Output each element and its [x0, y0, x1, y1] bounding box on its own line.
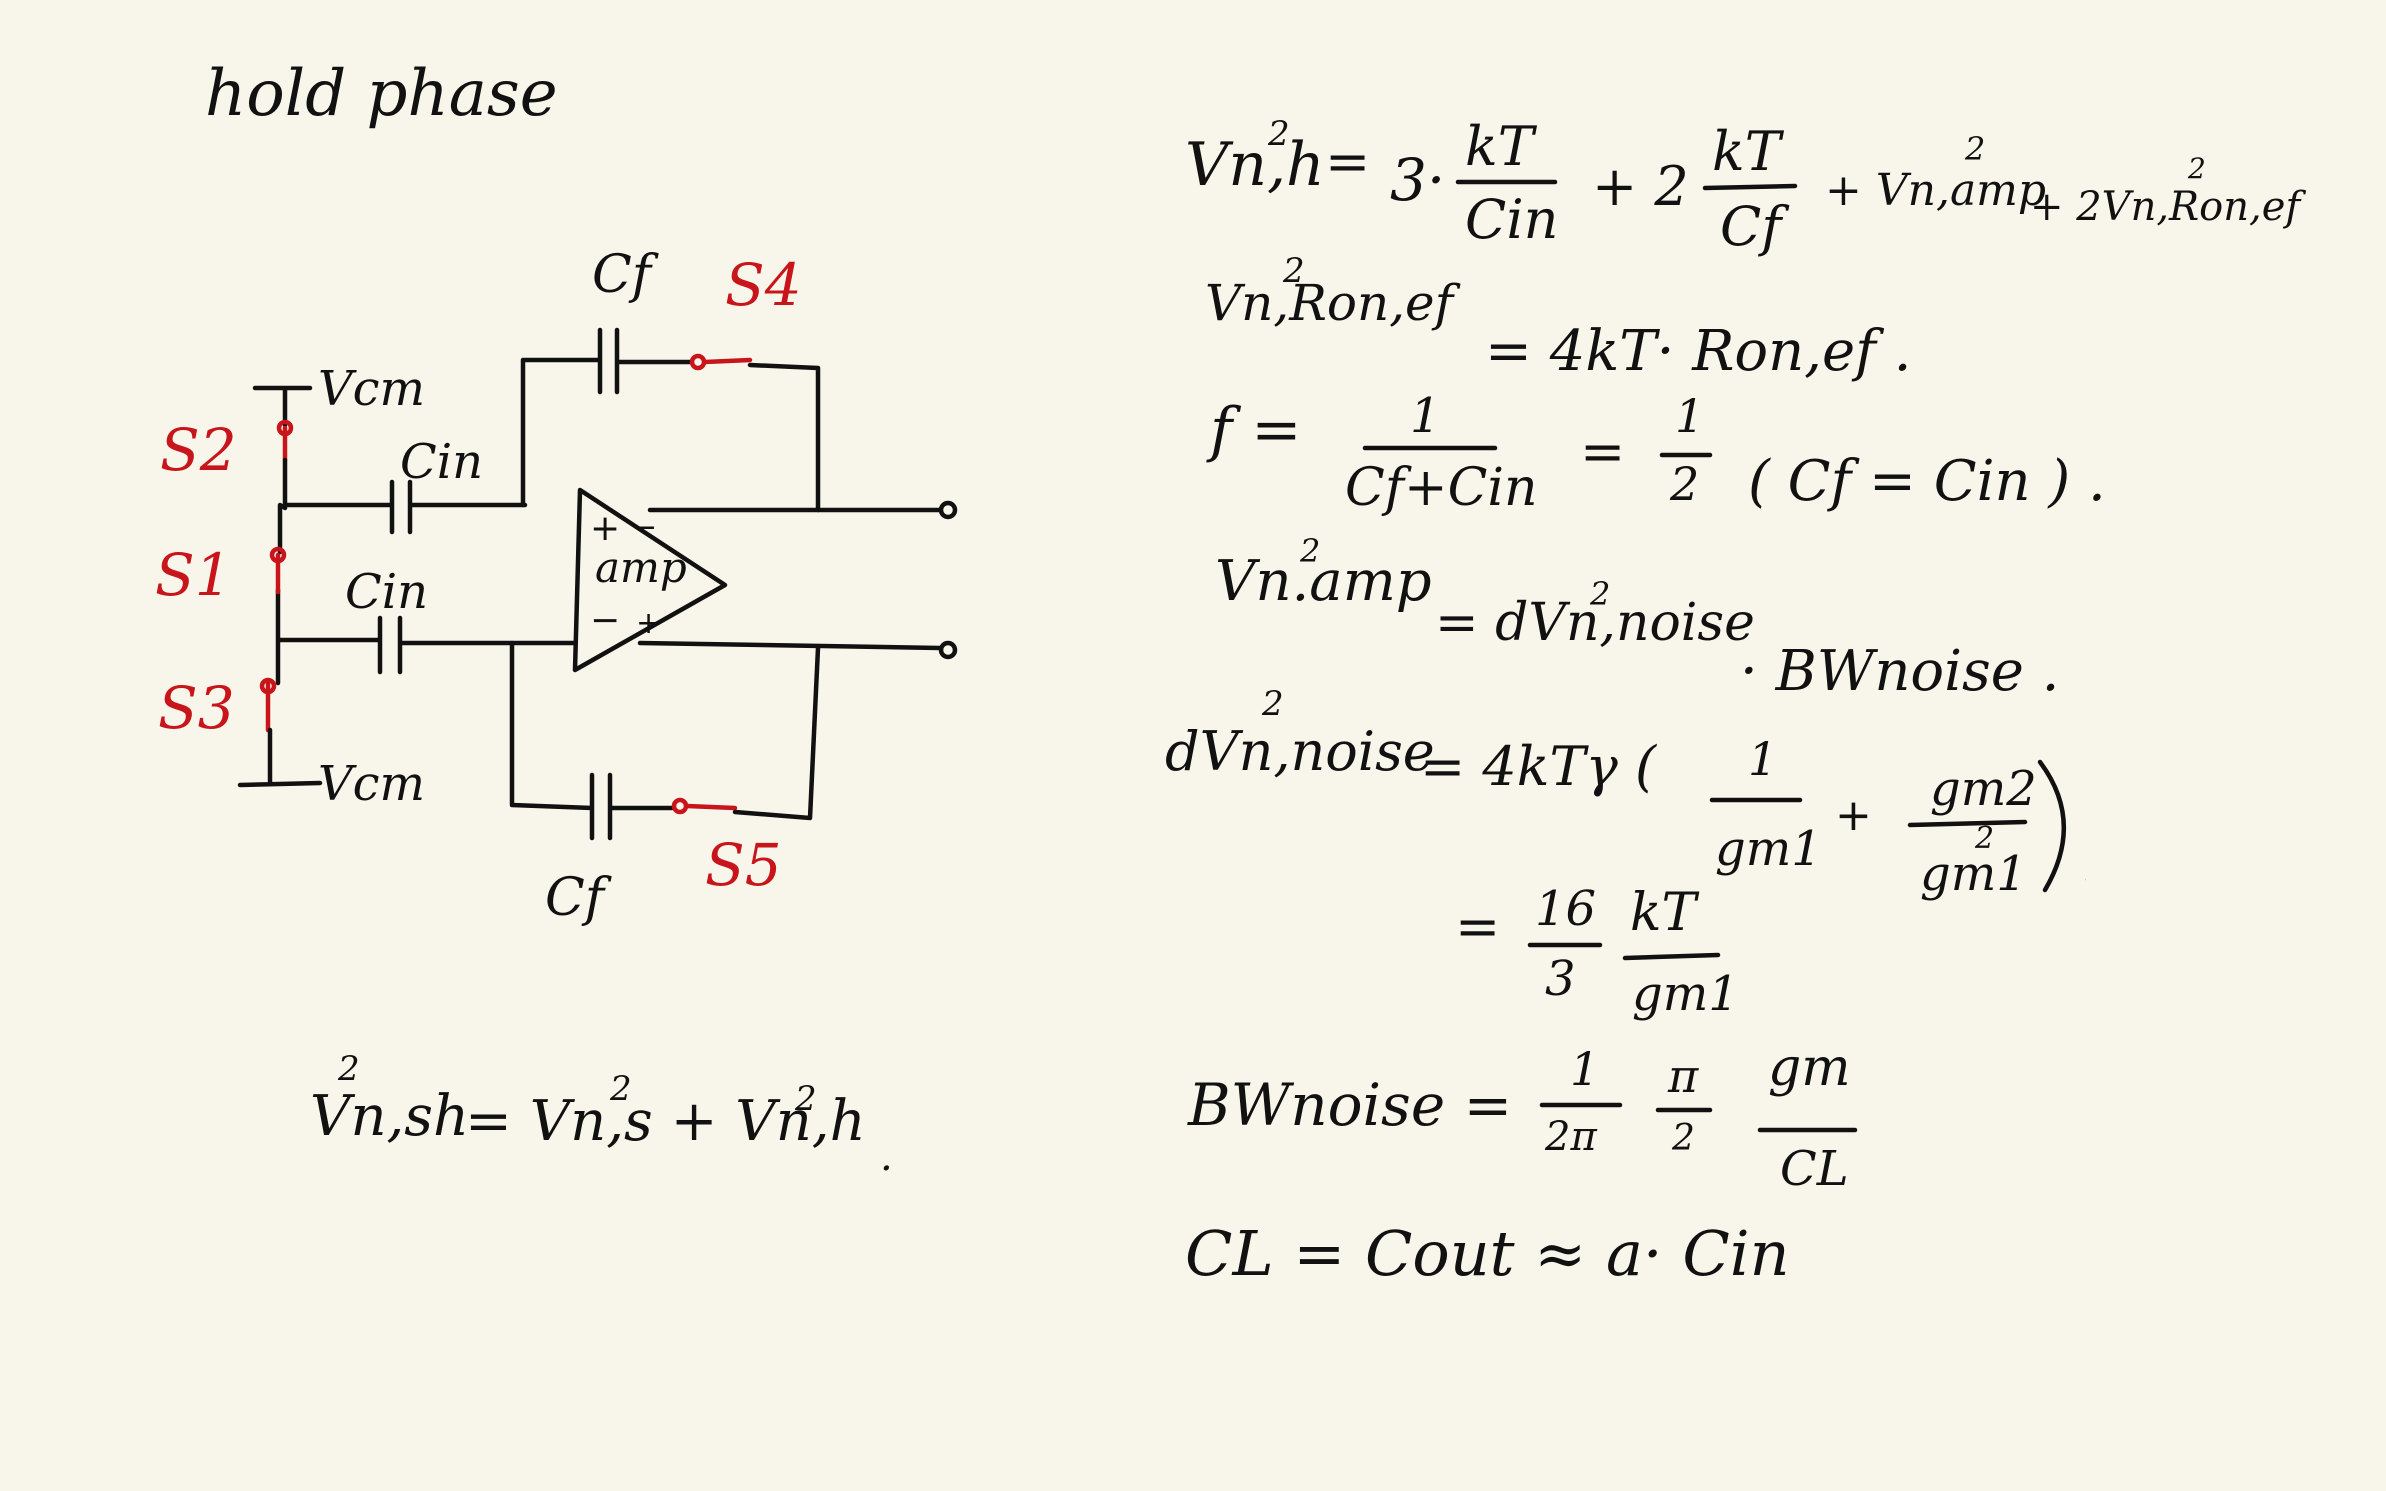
- e1-t3: + Vn,amp: [1825, 165, 2046, 216]
- amp-minus-in: −: [590, 600, 620, 641]
- vn-sh-dot: .: [880, 1134, 893, 1180]
- switch-s3-label: S3: [158, 674, 235, 742]
- e7-d2: 2: [1671, 1118, 1695, 1159]
- e6-den2: gm1: [1632, 966, 1739, 1022]
- e5-plus: +: [1835, 790, 1872, 841]
- e1-t2-num: kT: [1712, 120, 1785, 183]
- e1-t1-den: Cin: [1465, 188, 1558, 251]
- equation-cl-cout: CL = Cout ≈ a· Cin: [1185, 1217, 1790, 1290]
- e1-lhs: Vn,h: [1185, 130, 1325, 200]
- vn-sh-rhs: = Vn,s + Vn,h: [465, 1089, 866, 1154]
- vn-h-exp: 2: [794, 1079, 817, 1119]
- equation-vn-h: Vn,h 2 = 3· kT Cin + 2 kT Cf + Vn,amp 2 …: [1185, 114, 2306, 258]
- equation-bw-noise: BWnoise = 1 2π π 2 gm CL: [1187, 1038, 1858, 1197]
- switch-s1-label: S1: [155, 541, 232, 609]
- amp-label: amp: [595, 543, 687, 592]
- equation-vn-amp: Vn.amp 2 = dVn,noise 2 · BWnoise .: [1215, 532, 2059, 704]
- e1-t3-exp: 2: [1964, 130, 1985, 168]
- e1-t4-exp: 2: [2187, 152, 2206, 185]
- e6-num1: 16: [1535, 881, 1596, 937]
- switch-s4-label: S4: [725, 251, 802, 319]
- e3-num2: 1: [1675, 389, 1704, 443]
- e3-num: 1: [1410, 388, 1441, 444]
- vcm-top-label: Vcm: [318, 361, 425, 417]
- e5-f2-den: gm1: [1920, 846, 2027, 902]
- amp-plus-out: +: [636, 606, 661, 641]
- e5-f2-exp: 2: [1974, 821, 1994, 856]
- equation-feedback-factor: f = 1 Cf+Cin = 1 2 ( Cf = Cin ) .: [1206, 388, 2106, 518]
- cin-bottom-label: Cin: [345, 564, 428, 620]
- equation-dvn-noise: dVn,noise 2 = 4kTγ ( 1 gm1 + gm2 gm1 2 ): [1165, 684, 2086, 902]
- e5-lhs: dVn,noise: [1165, 720, 1435, 783]
- e7-lhs: BWnoise =: [1187, 1071, 1512, 1139]
- cin-top-label: Cin: [400, 434, 483, 490]
- e1-t2: + 2: [1592, 155, 1689, 218]
- e4-tail: · BWnoise .: [1740, 639, 2059, 704]
- e7-n2: π: [1667, 1049, 1699, 1103]
- equation-dvn-result: = 16 3 kT gm1: [1455, 881, 1739, 1022]
- e4-rhs-exp: 2: [1589, 575, 1610, 613]
- e1-exp: 2: [1267, 114, 1290, 154]
- e3-den2: 2: [1669, 457, 1699, 511]
- e2-rhs: = 4kT· Ron,ef .: [1485, 319, 1911, 384]
- e5-close-text: ): [2084, 878, 2086, 881]
- e1-t1-num: kT: [1465, 115, 1538, 178]
- page-title: hold phase: [205, 57, 558, 131]
- cf-bottom-label: Cf: [545, 868, 612, 928]
- e7-d3: CL: [1780, 1141, 1849, 1197]
- e5-rhs: = 4kTγ (: [1420, 735, 1658, 798]
- cf-top-label: Cf: [592, 245, 659, 305]
- e6-eq: =: [1455, 895, 1500, 958]
- e3-lhs: f =: [1206, 395, 1302, 465]
- e6-num2: kT: [1630, 883, 1700, 943]
- amp-minus-out: −: [632, 510, 657, 545]
- e1-eq: =: [1325, 130, 1370, 193]
- e4-exp: 2: [1299, 532, 1320, 570]
- e6-den1: 3: [1545, 951, 1576, 1007]
- vn-sh-lhs: Vn,sh: [310, 1084, 469, 1149]
- e7-n1: 1: [1570, 1042, 1599, 1096]
- vn-s-exp: 2: [609, 1069, 632, 1109]
- e5-close-paren: [2037, 759, 2067, 893]
- e5-exp: 2: [1261, 684, 1284, 724]
- amplifier-triangle: [572, 487, 728, 673]
- e1-t2-den: Cf: [1720, 195, 1789, 258]
- e2-exp: 2: [1282, 251, 1305, 291]
- switch-s5-label: S5: [705, 831, 782, 899]
- e4-lhs: Vn.amp: [1215, 549, 1432, 614]
- sample-hold-noise-equation: Vn,sh 2 = Vn,s + Vn,h 2 2 .: [310, 1049, 893, 1180]
- e3-den: Cf+Cin: [1345, 458, 1538, 518]
- circuit-diagram: Vcm S2 S1 S3 Vcm Cin Cin + − amp − +: [155, 245, 958, 928]
- e4-rhs: = dVn,noise: [1435, 593, 1755, 653]
- switch-s2-label: S2: [160, 416, 237, 484]
- e7-d1: 2π: [1544, 1114, 1597, 1160]
- vcm-bottom-label: Vcm: [318, 756, 425, 812]
- e3-eq2: =: [1580, 420, 1625, 483]
- e5-f1-den: gm1: [1715, 821, 1822, 877]
- e5-f1-num: 1: [1748, 732, 1777, 786]
- e1-t1: 3·: [1390, 146, 1445, 214]
- amp-plus-in: +: [590, 508, 620, 549]
- equation-vn-ron: Vn,Ron,ef 2 = 4kT· Ron,ef .: [1205, 251, 1911, 384]
- e1-t4: + 2Vn,Ron,ef: [2030, 184, 2306, 230]
- e7-n3: gm: [1768, 1038, 1851, 1098]
- e3-paren: ( Cf = Cin ) .: [1748, 449, 2106, 514]
- vn-sh-exp: 2: [337, 1049, 360, 1089]
- e5-f2-num: gm2: [1930, 761, 2037, 817]
- e2-lhs: Vn,Ron,ef: [1205, 274, 1461, 332]
